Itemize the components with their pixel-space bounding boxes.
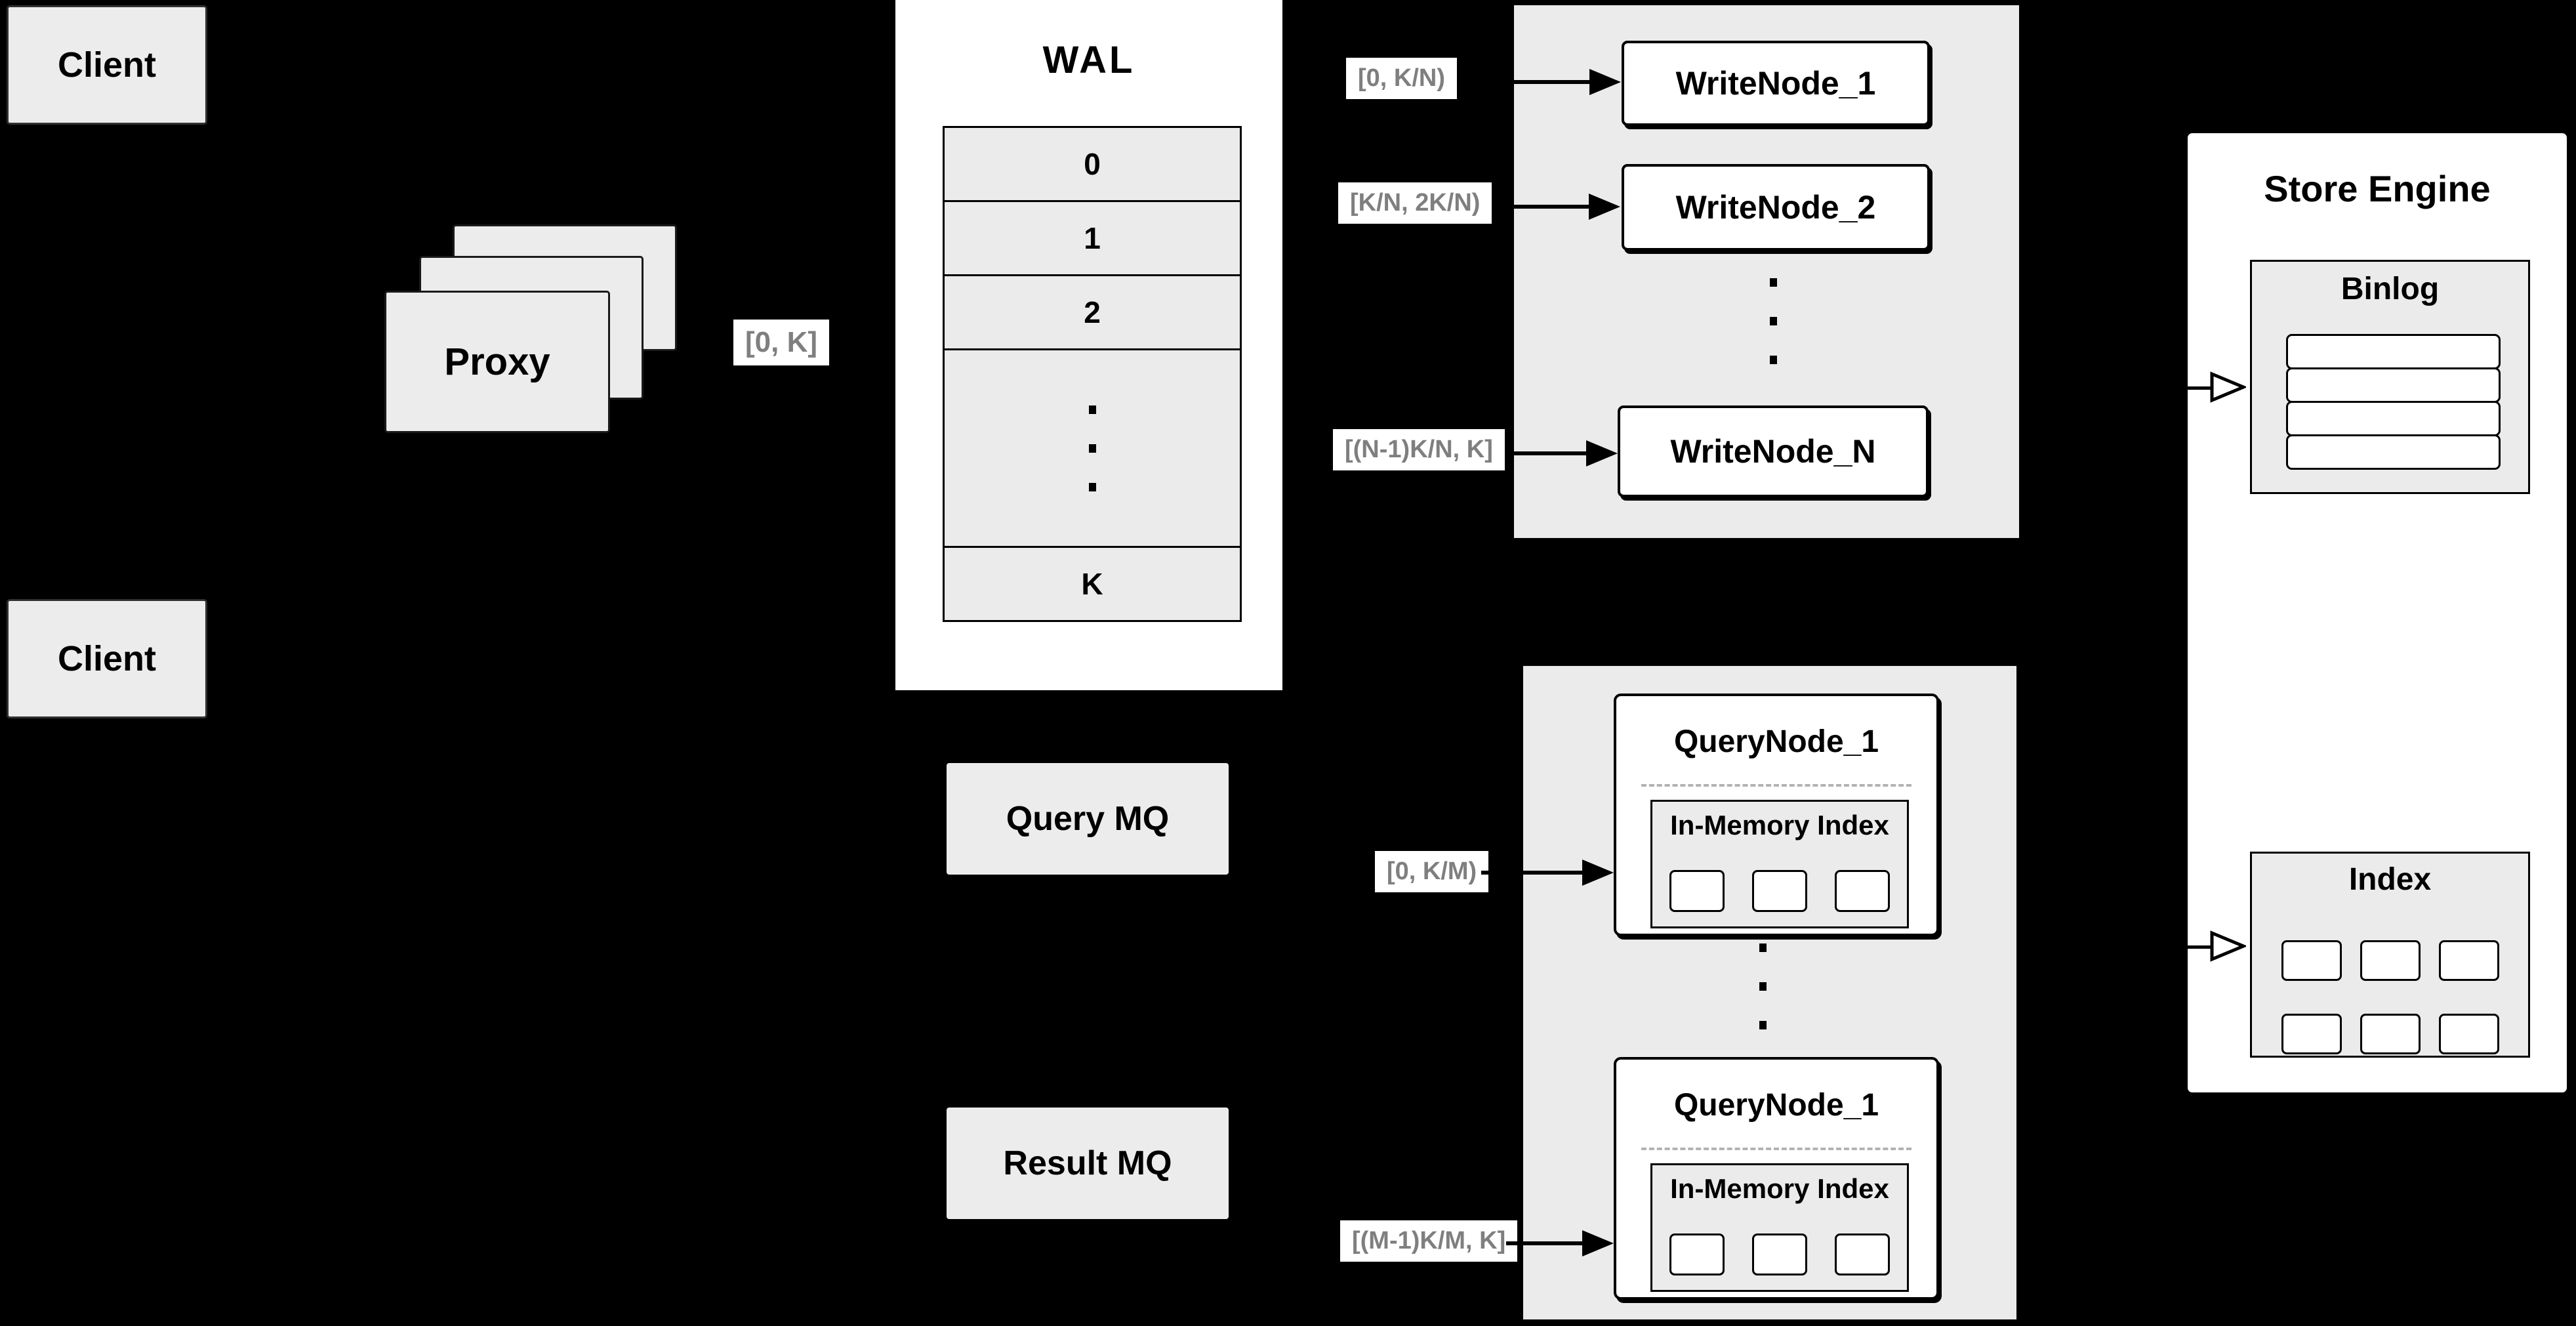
arrow-to-index	[2153, 945, 2213, 949]
write-node-1-label: WriteNode_1	[1675, 65, 1876, 102]
write-node-2-label: WriteNode_2	[1675, 189, 1876, 226]
wal-row: K	[945, 546, 1240, 620]
write-node-n-box: WriteNode_N	[1618, 405, 1929, 497]
inmem-cell	[1752, 1233, 1807, 1275]
inmem-cell-row	[1652, 1233, 1907, 1275]
result-mq-box: Result MQ	[947, 1108, 1229, 1219]
arrow-to-write-node-n	[1509, 451, 1587, 455]
range-label-write-2: [K/N, 2K/N)	[1338, 182, 1492, 224]
index-cell	[2281, 1014, 2342, 1054]
result-mq-label: Result MQ	[1003, 1144, 1172, 1182]
write-node-2-box: WriteNode_2	[1622, 164, 1930, 251]
store-engine-title: Store Engine	[2264, 168, 2491, 209]
query-node-top-title: QueryNode_1	[1673, 724, 1879, 759]
inmem-cell	[1835, 870, 1890, 912]
arrow-to-binlog	[2153, 386, 2213, 390]
index-cell	[2438, 940, 2499, 981]
wal-row: 0	[945, 128, 1240, 200]
wal-panel: WAL 0 1 2 K	[895, 0, 1282, 690]
range-label-query-bottom: [(M-1)K/M, K]	[1340, 1220, 1518, 1262]
in-memory-index-title-bottom: In-Memory Index	[1670, 1173, 1889, 1204]
client-top-label: Client	[57, 45, 156, 85]
open-arrowhead-binlog-icon	[2210, 371, 2246, 403]
in-memory-index-box-top: In-Memory Index	[1650, 800, 1909, 928]
inmem-cell	[1752, 870, 1807, 912]
index-box: Index	[2250, 852, 2530, 1058]
range-label-query-top: [0, K/M)	[1375, 851, 1489, 892]
binlog-slat	[2286, 334, 2501, 369]
proxy-card-front: Proxy	[384, 291, 610, 433]
index-cell-row	[2252, 1014, 2528, 1054]
store-engine-panel: Store Engine Binlog Index	[2186, 131, 2569, 1094]
binlog-slat	[2286, 401, 2501, 436]
arrow-to-query-node-top	[1481, 871, 1584, 875]
proxy-stack: Proxy	[384, 224, 677, 433]
open-arrowhead-index-icon	[2210, 930, 2246, 962]
index-title: Index	[2348, 862, 2432, 897]
ellipsis-dots-icon	[1088, 405, 1096, 491]
index-cell-row	[2252, 940, 2528, 981]
query-node-bottom-title: QueryNode_1	[1673, 1088, 1879, 1123]
wal-row: 2	[945, 274, 1240, 348]
in-memory-index-title-top: In-Memory Index	[1670, 810, 1889, 840]
dashed-divider	[1641, 1148, 1912, 1150]
range-label-proxy-out: [0, K]	[733, 320, 829, 365]
arrow-to-write-node-1	[1479, 80, 1591, 84]
binlog-box: Binlog	[2250, 260, 2530, 494]
range-label-write-1: [0, K/N)	[1346, 58, 1457, 99]
query-nodes-ellipsis-icon	[1759, 943, 1767, 1029]
binlog-slats	[2286, 334, 2501, 470]
query-mq-box: Query MQ	[947, 763, 1229, 875]
index-cell	[2360, 940, 2421, 981]
in-memory-index-box-bottom: In-Memory Index	[1650, 1163, 1909, 1292]
query-node-bottom-box: QueryNode_1 In-Memory Index	[1614, 1057, 1939, 1300]
client-box-top: Client	[7, 5, 207, 125]
arrow-to-write-node-2	[1503, 205, 1590, 209]
inmem-cell	[1669, 870, 1725, 912]
dashed-divider	[1641, 784, 1912, 787]
write-node-n-label: WriteNode_N	[1670, 433, 1876, 470]
proxy-label: Proxy	[444, 341, 550, 383]
binlog-slat	[2286, 434, 2501, 470]
inmem-cell-row	[1652, 870, 1907, 912]
index-cell	[2281, 940, 2342, 981]
inmem-cell	[1669, 1233, 1725, 1275]
client-bottom-label: Client	[57, 639, 156, 678]
wal-row-ellipsis	[945, 348, 1240, 546]
arrow-to-query-node-bottom	[1506, 1241, 1584, 1245]
range-label-write-n: [(N-1)K/N, K]	[1333, 429, 1505, 470]
index-cell	[2438, 1014, 2499, 1054]
wal-title: WAL	[1042, 39, 1135, 81]
binlog-slat	[2286, 367, 2501, 403]
binlog-title: Binlog	[2341, 272, 2440, 306]
inmem-cell	[1835, 1233, 1890, 1275]
write-node-1-box: WriteNode_1	[1622, 41, 1930, 126]
query-node-top-box: QueryNode_1 In-Memory Index	[1614, 694, 1939, 936]
index-cell	[2360, 1014, 2421, 1054]
client-box-bottom: Client	[7, 599, 207, 718]
wal-row: 1	[945, 200, 1240, 274]
wal-table: 0 1 2 K	[943, 126, 1242, 622]
write-nodes-ellipsis-icon	[1770, 278, 1777, 364]
query-mq-label: Query MQ	[1006, 800, 1170, 838]
